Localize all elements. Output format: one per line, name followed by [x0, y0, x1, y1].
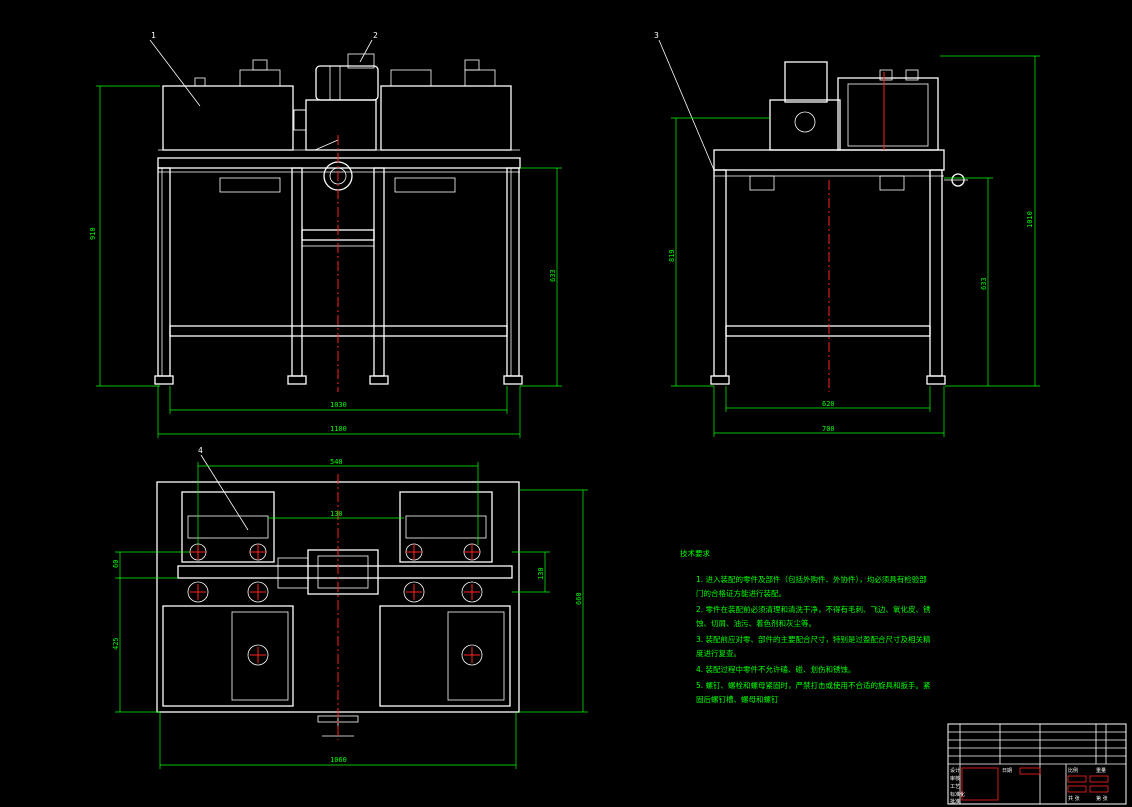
drive-shaft: [177, 565, 513, 579]
tb-cell-weight: 重量: [1096, 767, 1106, 774]
dim-top-inner: 130: [330, 510, 343, 518]
dim-front-total: 1100: [330, 425, 347, 433]
dim-front-inner: 1030: [330, 401, 347, 409]
motor-bracket: [305, 99, 377, 151]
dim-top-left-small: 60: [112, 560, 120, 568]
part-label-2: 2: [373, 31, 378, 40]
leg-right: [506, 167, 520, 377]
dim-side-left-height: 819: [668, 249, 676, 262]
dim-top-span: 540: [330, 458, 343, 466]
technical-notes: 技术要求 1. 进入装配的零件及部件（包括外购件、外协件），均必须具有检验部 门…: [680, 548, 931, 704]
notes-line-5: 3. 装配前应对零、部件的主要配合尺寸，特别是过盈配合尺寸及相关精: [696, 634, 931, 644]
notes-line-6: 度进行复查。: [696, 648, 741, 658]
side-motor: [784, 61, 828, 103]
tb-cell-date: 日期: [1002, 768, 1012, 774]
dim-top-right-large: 660: [575, 592, 583, 605]
tb-cell-sheets-total: 共 张: [1068, 795, 1080, 802]
title-block: 设计 审核 工艺 标准化 批准 日期 比例 重量 共 张 第 张: [947, 723, 1127, 805]
dim-top-left-large: 425: [112, 637, 120, 650]
dim-front-table-height: 633: [549, 269, 557, 282]
dim-side-inner: 620: [822, 400, 835, 408]
drive-motor: [315, 65, 379, 101]
leg-left: [157, 167, 171, 377]
notes-line-1: 1. 进入装配的零件及部件（包括外购件、外协件），均必须具有检验部: [696, 574, 927, 584]
tb-cell-sheet-no: 第 张: [1096, 795, 1108, 802]
tb-cell-standard: 标准化: [950, 791, 965, 798]
side-view: 3 1010 633 819 620 700: [654, 31, 1040, 437]
part-label-1: 1: [151, 31, 156, 40]
dim-top-bottom: 1060: [330, 756, 347, 764]
dim-front-height: 910: [89, 227, 97, 240]
tb-cell-approve: 批准: [950, 798, 960, 805]
side-table-top: [713, 149, 945, 171]
notes-title: 技术要求: [680, 548, 710, 558]
table-top: [157, 157, 521, 169]
top-motor: [307, 549, 379, 595]
dim-side-total: 700: [822, 425, 835, 433]
part-label-4: 4: [198, 446, 203, 455]
dim-side-height: 1010: [1026, 211, 1034, 228]
dim-side-table-height: 633: [980, 277, 988, 290]
notes-line-8: 5. 螺钉、螺栓和螺母紧固时，严禁打击或使用不合适的旋具和扳手。紧: [696, 680, 931, 690]
right-gearbox: [380, 85, 512, 151]
side-gearbox: [837, 77, 939, 151]
tb-cell-review: 审核: [950, 775, 960, 782]
tb-cell-process: 工艺: [950, 784, 960, 790]
part-label-3: 3: [654, 31, 659, 40]
dim-top-right-small: 130: [537, 567, 545, 580]
notes-line-9: 固后螺钉槽、螺母和螺钉: [696, 694, 779, 704]
top-view: 4 540 130 60 425 130 660 1060: [112, 446, 588, 769]
notes-line-2: 门的合格证方能进行装配。: [696, 588, 786, 598]
front-view: 1 2 910 633 1030 1100: [89, 31, 562, 438]
notes-line-3: 2. 零件在装配前必须清理和清洗干净，不得有毛刺、飞边、氧化皮、锈: [696, 604, 931, 614]
notes-line-4: 蚀、切屑、油污、着色剂和灰尘等。: [696, 618, 816, 628]
left-gearbox: [162, 85, 294, 151]
tb-cell-design: 设计: [950, 767, 960, 774]
tb-cell-scale: 比例: [1068, 767, 1078, 774]
notes-line-7: 4. 装配过程中零件不允许磕、碰、划伤和锈蚀。: [696, 664, 856, 674]
